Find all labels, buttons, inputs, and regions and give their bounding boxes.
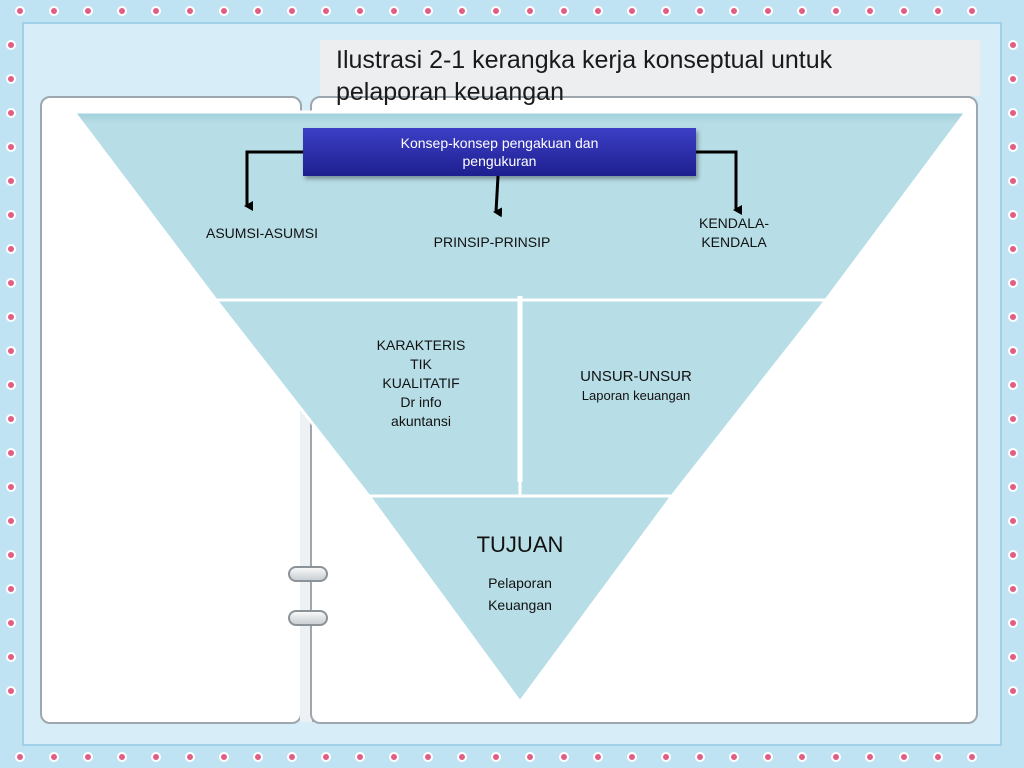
- label-unsur: UNSUR-UNSUR: [580, 368, 692, 385]
- label-tujuan-sub: Pelaporan Keuangan: [460, 572, 580, 616]
- karakteristik-line: KARAKTERIS: [376, 337, 466, 353]
- binder-ring-upper: [288, 566, 328, 582]
- arrow-to-prinsip: [493, 175, 503, 218]
- tujuan-sub-line: Keuangan: [488, 597, 552, 613]
- label-karakteristik: KARAKTERIS TIK KUALITATIF Dr info akunta…: [356, 336, 486, 431]
- karakteristik-line: TIK: [410, 356, 432, 372]
- karakteristik-line: Dr info: [400, 394, 442, 410]
- concept-box: Konsep-konsep pengakuan dan pengukuran: [303, 128, 696, 176]
- karakteristik-line: akuntansi: [391, 413, 451, 429]
- arrow-to-kendala: [696, 150, 742, 215]
- label-unsur-sub: Laporan keuangan: [581, 388, 691, 403]
- label-tujuan: TUJUAN: [476, 532, 564, 557]
- label-asumsi: ASUMSI-ASUMSI: [206, 225, 319, 241]
- bottom-triangle: [366, 494, 675, 705]
- tujuan-sub-line: Pelaporan: [488, 575, 552, 591]
- label-prinsip: PRINSIP-PRINSIP: [433, 234, 551, 250]
- binder-ring-lower: [288, 610, 328, 626]
- title-band: [320, 40, 980, 96]
- concept-box-label: Konsep-konsep pengakuan dan pengukuran: [400, 135, 599, 169]
- slide-title: Ilustrasi 2-1 kerangka kerja konseptual …: [336, 46, 833, 106]
- label-kendala: KENDALA-KENDALA: [698, 215, 770, 250]
- arrow-to-asumsi: [244, 150, 303, 211]
- karakteristik-line: KUALITATIF: [382, 375, 460, 391]
